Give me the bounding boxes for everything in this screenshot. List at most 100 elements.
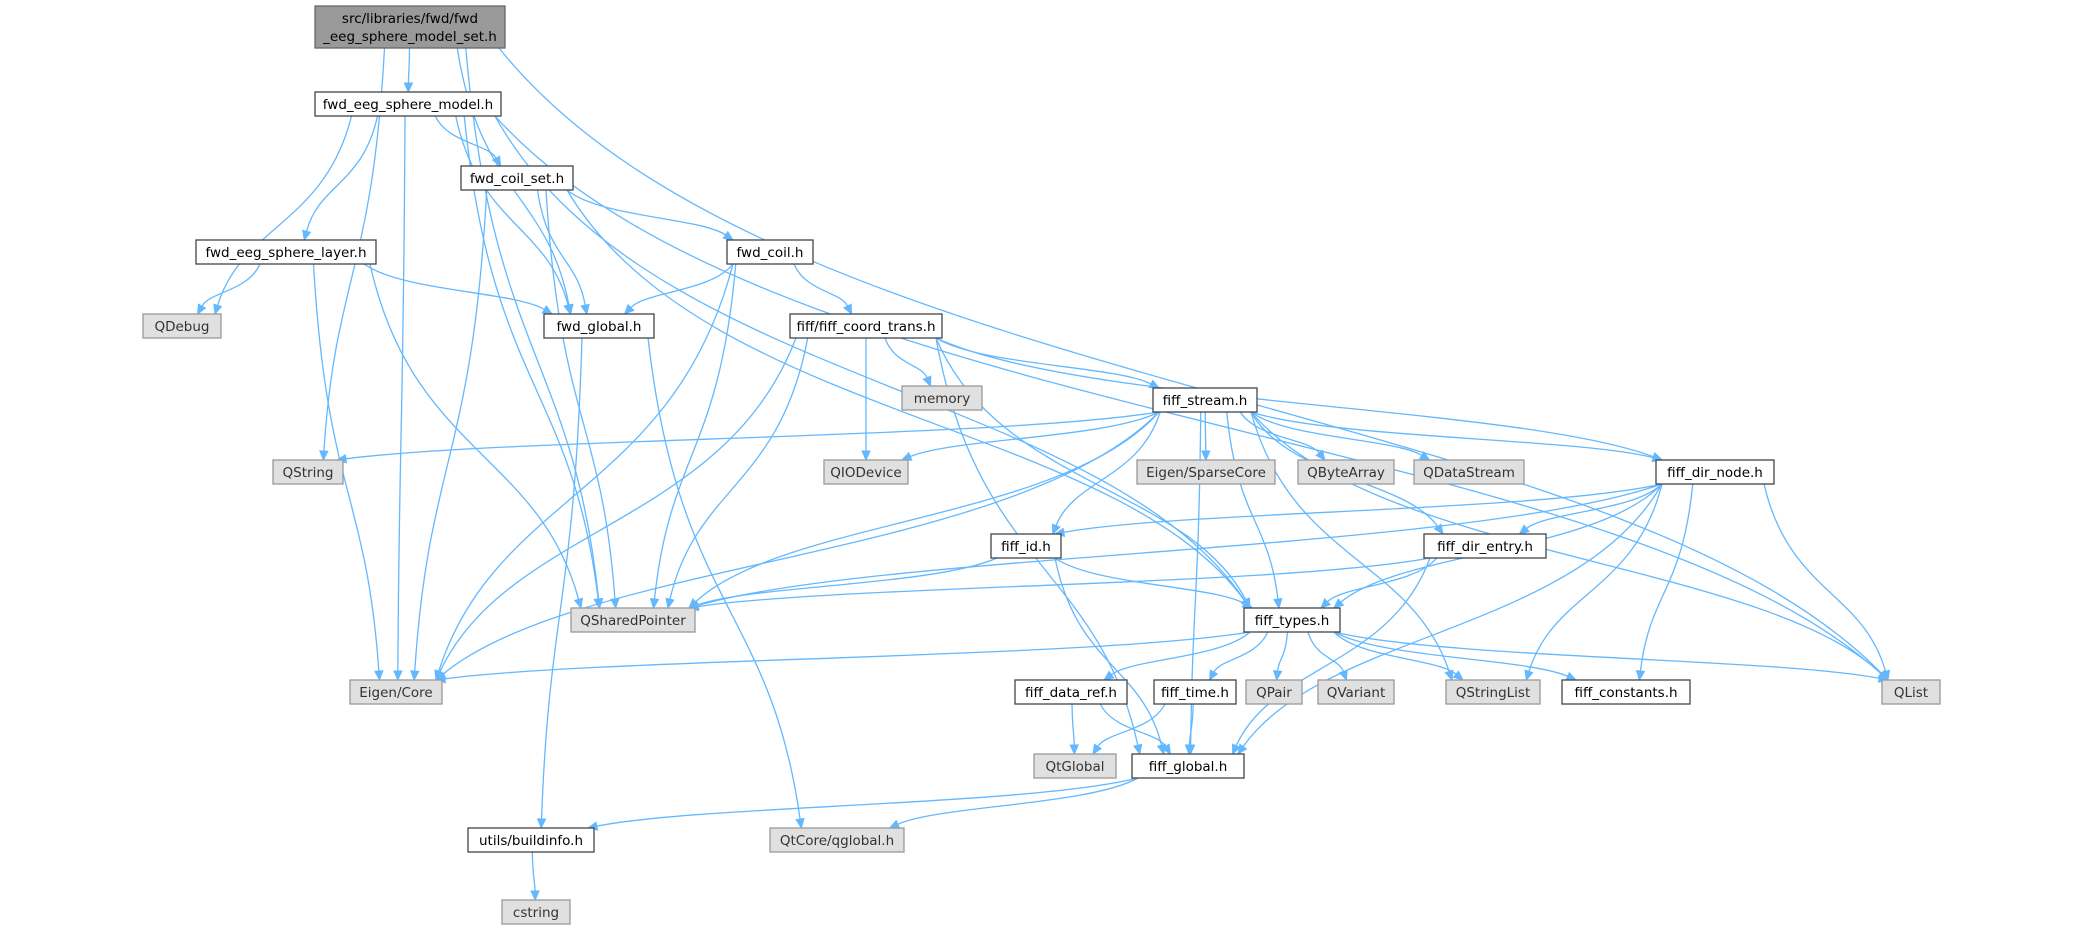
arrowhead [623, 303, 635, 315]
node-qstring[interactable]: QString [272, 459, 344, 485]
arrowhead [665, 597, 675, 610]
node-label: fiff_types.h [1255, 613, 1330, 629]
edge-fwd-eeg-sphere-model-to-eigen-core [393, 115, 406, 682]
arrowhead [1069, 744, 1079, 756]
node-label: fiff_dir_entry.h [1437, 539, 1533, 555]
arrowhead [1444, 669, 1454, 682]
arrowhead [1524, 669, 1534, 682]
node-qsharedpointer[interactable]: QSharedPointer [570, 607, 696, 633]
edge-fiff-stream-to-qiodevice [900, 411, 1160, 461]
edge-root-to-qstring [319, 47, 386, 462]
edge-line [540, 337, 583, 820]
node-box [349, 679, 443, 705]
edge-line [697, 557, 1431, 608]
node-label: QtCore/qglobal.h [780, 833, 894, 849]
edge-fiff-stream-to-fiff-types [1226, 411, 1283, 610]
node-fiff-constants[interactable]: fiff_constants.h [1561, 679, 1691, 705]
arrowhead [213, 303, 223, 316]
node-eigen-sparse[interactable]: Eigen/SparseCore [1136, 459, 1276, 485]
arrowhead [1103, 670, 1115, 681]
arrowhead [1452, 670, 1464, 681]
edge-line [1071, 703, 1075, 746]
node-fiff-stream[interactable]: fiff_stream.h [1152, 387, 1258, 413]
node-fwd-global[interactable]: fwd_global.h [543, 313, 655, 339]
arrowhead [1237, 743, 1248, 756]
node-box [460, 165, 574, 191]
node-fiff-global[interactable]: fiff_global.h [1131, 753, 1245, 779]
node-box [272, 459, 344, 485]
node-box [142, 313, 222, 339]
node-box [1136, 459, 1276, 485]
node-fiff-coord-trans[interactable]: fiff/fiff_coord_trans.h [789, 313, 943, 339]
node-fwd-eeg-sphere-layer[interactable]: fwd_eeg_sphere_layer.h [195, 239, 377, 265]
node-fiff-dir-node[interactable]: fiff_dir_node.h [1655, 459, 1775, 485]
node-fwd-eeg-sphere-model[interactable]: fwd_eeg_sphere_model.h [314, 91, 502, 117]
edge-line [910, 411, 1160, 458]
node-qstringlist[interactable]: QStringList [1445, 679, 1541, 705]
node-qbytearray[interactable]: QByteArray [1297, 459, 1395, 485]
node-fiff-dir-entry[interactable]: fiff_dir_entry.h [1423, 533, 1547, 559]
edge-fiff-dir-node-to-fiff-global [1237, 483, 1663, 756]
node-label: fwd_eeg_sphere_layer.h [205, 245, 366, 261]
edge-fiff-coord-trans-to-qiodevice [861, 337, 871, 462]
node-fiff-data-ref[interactable]: fiff_data_ref.h [1014, 679, 1128, 705]
node-qvariant[interactable]: QVariant [1317, 679, 1395, 705]
node-label: fiff_constants.h [1574, 685, 1677, 701]
node-fiff-time[interactable]: fiff_time.h [1153, 679, 1237, 705]
node-label: fiff_global.h [1149, 759, 1228, 775]
arrowhead [1184, 744, 1195, 756]
edge-fwd-eeg-sphere-model-to-fwd-global [455, 115, 573, 316]
node-label: QVariant [1327, 685, 1386, 701]
edge-line [630, 263, 734, 308]
arrowhead [1320, 597, 1332, 609]
node-fwd-coil-set[interactable]: fwd_coil_set.h [460, 165, 574, 191]
node-qdatastream[interactable]: QDataStream [1413, 459, 1525, 485]
node-label: QDebug [154, 319, 209, 335]
node-qdebug[interactable]: QDebug [142, 313, 222, 339]
node-fiff-id[interactable]: fiff_id.h [990, 533, 1062, 559]
node-memory[interactable]: memory [901, 385, 983, 411]
node-qtglobal[interactable]: QtGlobal [1033, 753, 1117, 779]
node-box [1561, 679, 1691, 705]
edge-fiff-dir-entry-to-qsharedpointer [687, 557, 1431, 612]
arrowhead [1880, 669, 1891, 682]
node-box [1297, 459, 1395, 485]
arrowhead [1338, 669, 1348, 682]
edge-line [1054, 557, 1245, 605]
node-box [1243, 607, 1341, 633]
edge-fiff-stream-to-qbytearray [1239, 411, 1326, 461]
edge-fwd-coil-set-to-fwd-global [536, 189, 590, 316]
node-fiff-types[interactable]: fiff_types.h [1243, 607, 1341, 633]
node-buildinfo[interactable]: utils/buildinfo.h [467, 827, 595, 853]
edge-line [323, 47, 386, 452]
node-label: Eigen/SparseCore [1146, 465, 1266, 481]
edge-fwd-eeg-sphere-model-to-qdebug [213, 115, 353, 316]
arrowhead [580, 303, 590, 316]
node-qtcore-qglobal[interactable]: QtCore/qglobal.h [769, 827, 905, 853]
arrowhead [1418, 451, 1431, 461]
node-qiodevice[interactable]: QIODevice [823, 459, 909, 485]
node-cstring[interactable]: cstring [501, 899, 571, 925]
edge-line [1099, 703, 1167, 747]
node-root[interactable]: src/libraries/fwd/fwd_eeg_sphere_model_s… [314, 5, 506, 49]
edge-fwd-coil-to-fiff-coord-trans [793, 263, 853, 316]
node-eigen-core[interactable]: Eigen/Core [349, 679, 443, 705]
node-label: QList [1894, 685, 1928, 701]
node-qpair[interactable]: QPair [1245, 679, 1303, 705]
node-label: fiff_dir_node.h [1667, 465, 1763, 481]
edge-line [397, 115, 406, 672]
edge-line [545, 189, 616, 600]
node-box [990, 533, 1062, 559]
arrowhead [861, 450, 871, 462]
node-qlist[interactable]: QList [1881, 679, 1941, 705]
edge-fiff-types-to-qvariant [1307, 631, 1348, 682]
node-fwd-coil[interactable]: fwd_coil.h [726, 239, 814, 265]
edge-line [1639, 483, 1694, 672]
edge-line [305, 115, 379, 232]
edge-line [884, 337, 928, 379]
node-box [769, 827, 905, 853]
arrowhead [1272, 670, 1283, 682]
edge-line [1055, 411, 1161, 526]
node-box [314, 5, 506, 49]
